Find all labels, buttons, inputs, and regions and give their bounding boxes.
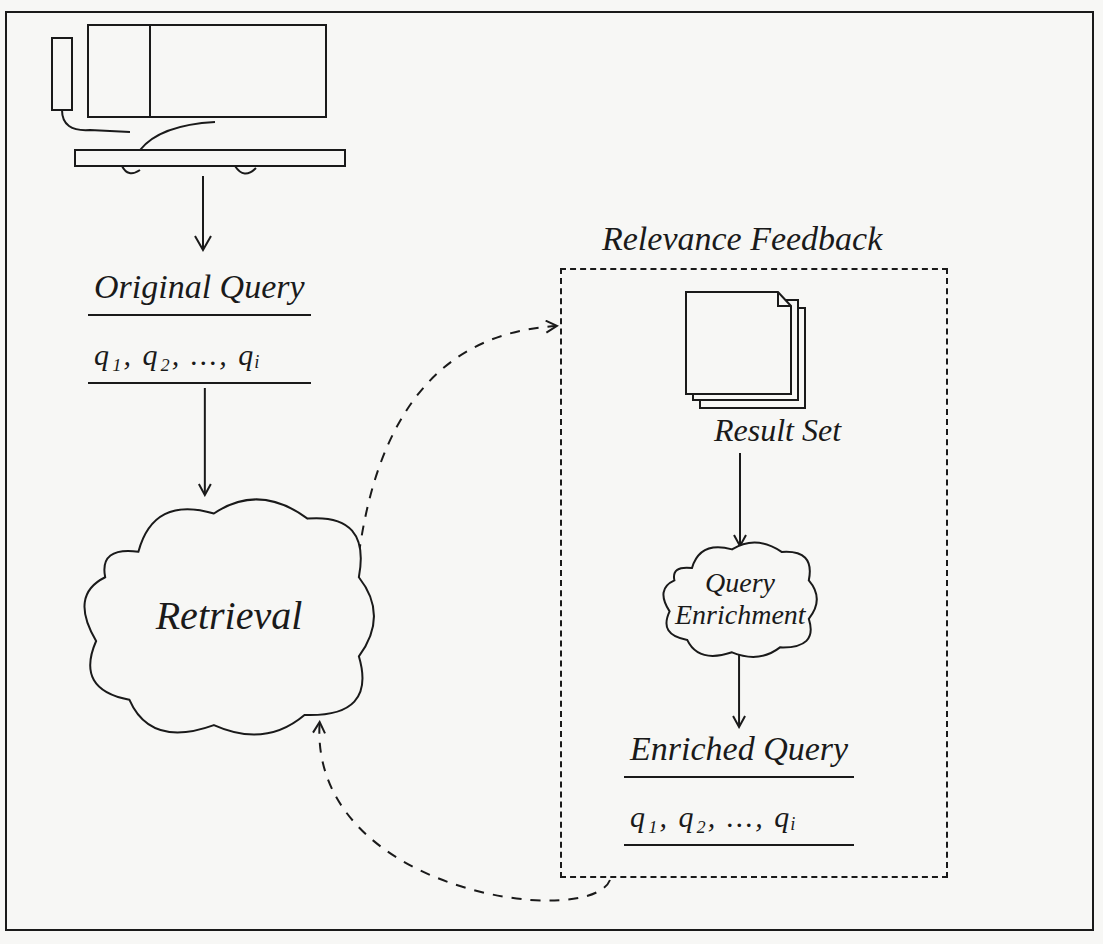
node-label: Original Query — [88, 268, 311, 316]
flow-arrow — [204, 388, 206, 494]
group-box: Relevance FeedbackResult SetQuery Enrich… — [560, 268, 948, 878]
frame — [6, 12, 1093, 930]
monitor — [88, 25, 326, 117]
node-label: Query Enrichment — [675, 567, 805, 631]
document — [686, 292, 791, 394]
feedback-arrow — [359, 326, 556, 554]
query-block: Enriched Query q₁, q₂, ..., qᵢ — [624, 730, 854, 846]
monitor-divider — [149, 25, 151, 117]
flow-arrow — [738, 655, 740, 726]
keyboard-feet — [122, 166, 256, 174]
cable — [62, 110, 130, 132]
feedback-arrow — [319, 723, 610, 901]
page-fold — [778, 292, 791, 306]
cable — [140, 122, 215, 150]
node-label: Retrieval — [156, 592, 303, 639]
tower — [52, 38, 72, 110]
node-label: Enriched Query — [624, 730, 854, 778]
arrowhead — [195, 236, 211, 250]
keyboard — [75, 150, 345, 166]
query-terms: q₁, q₂, ..., qᵢ — [88, 338, 311, 384]
process-cloud: Retrieval — [78, 488, 380, 743]
result-label: Result Set — [714, 412, 841, 449]
flow-arrow — [739, 453, 741, 545]
node-label: Result Set — [714, 412, 841, 449]
query-block: Original Query q₁, q₂, ..., qᵢ — [88, 268, 311, 384]
arrow-line — [202, 176, 204, 248]
query-terms: q₁, q₂, ..., qᵢ — [624, 800, 854, 846]
node-label: Relevance Feedback — [602, 220, 882, 258]
process-cloud: Query Enrichment — [660, 537, 820, 661]
